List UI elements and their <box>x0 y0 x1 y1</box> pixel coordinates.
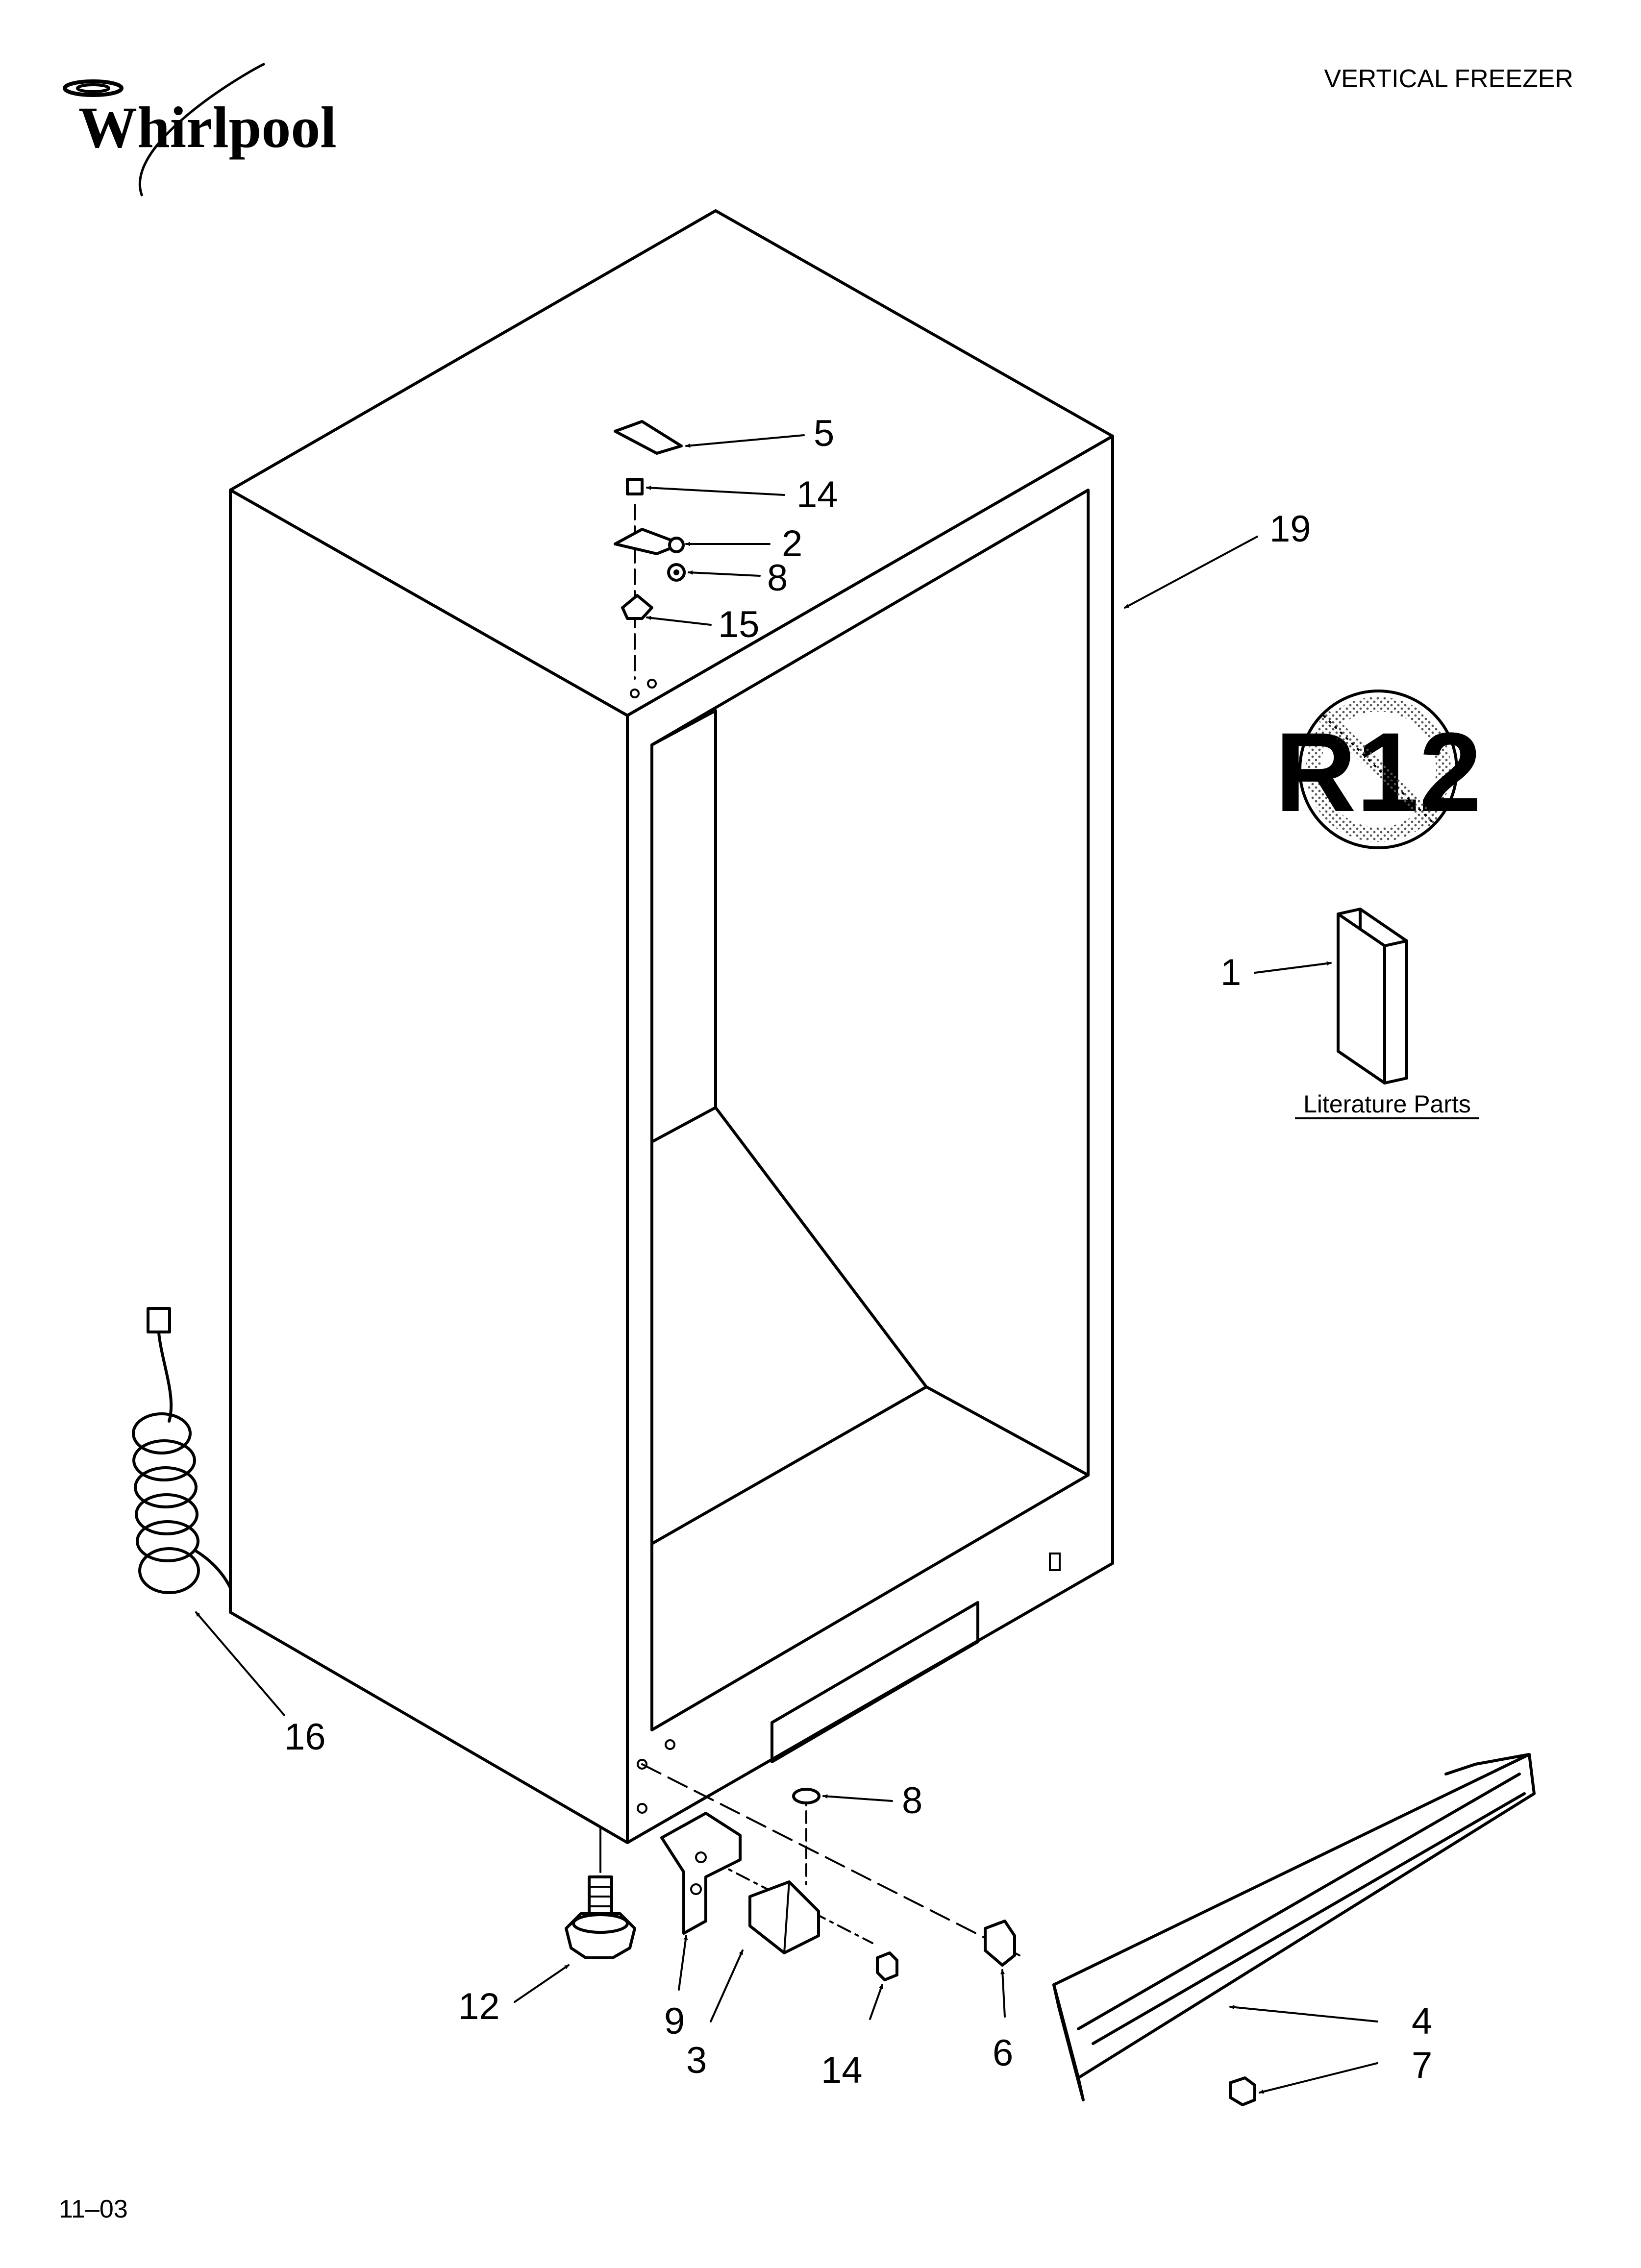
top-hinge-assembly <box>614 420 686 680</box>
callout-5: 5 <box>814 413 834 454</box>
callout-8-bottom: 8 <box>902 1780 922 1822</box>
literature-booklet <box>1337 908 1408 1085</box>
hinge-screw-bottom <box>876 1951 898 1981</box>
leader-lines <box>195 434 1378 2094</box>
literature-parts-label: Literature Parts <box>1303 1090 1471 1118</box>
toe-grille <box>1052 1753 1536 2101</box>
hinge-pin <box>984 1920 1016 1967</box>
callout-9: 9 <box>664 2000 685 2042</box>
callout-19: 19 <box>1269 508 1311 550</box>
callout-16: 16 <box>284 1716 326 1758</box>
page-title: VERTICAL FREEZER <box>1324 65 1573 93</box>
callout-4: 4 <box>1412 2000 1432 2042</box>
callout-1: 1 <box>1220 952 1241 993</box>
leveling-leg <box>565 1827 636 1959</box>
callout-14-top: 14 <box>796 474 838 516</box>
hinge-screw-top <box>626 478 644 495</box>
callout-15: 15 <box>718 604 760 645</box>
power-cord <box>132 1307 232 1594</box>
brand-logo: Whirlpool <box>63 62 337 197</box>
freezer-cabinet <box>229 209 1114 1844</box>
kickplate-screw <box>1229 2076 1256 2106</box>
bottom-hinge-assembly <box>641 1763 1256 2106</box>
callout-6: 6 <box>993 2032 1013 2074</box>
callout-7: 7 <box>1412 2045 1432 2086</box>
no-r12-icon: R12 <box>1275 690 1482 849</box>
callout-labels: 5 14 2 8 15 19 1 16 8 12 9 3 14 6 4 7 <box>284 413 1432 2091</box>
callout-2: 2 <box>782 523 802 565</box>
callout-8-top: 8 <box>767 557 788 599</box>
footer-code: 11–03 <box>59 2195 128 2223</box>
callout-3: 3 <box>686 2040 707 2081</box>
hinge-cover <box>614 420 683 455</box>
washer-bottom <box>792 1788 820 1804</box>
callout-14-bottom: 14 <box>821 2049 863 2091</box>
callout-12: 12 <box>458 1986 500 2027</box>
brand-name: Whirlpool <box>78 95 337 160</box>
